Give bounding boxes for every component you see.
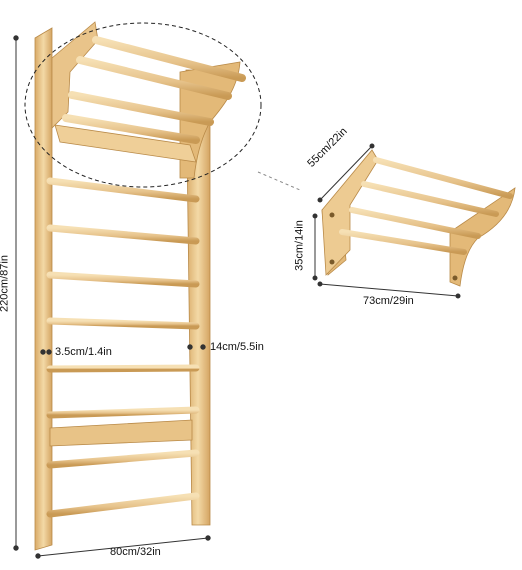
- pullup-rung: [62, 114, 200, 144]
- pullup-height-label: 35cm/14in: [293, 220, 306, 271]
- rung: [46, 317, 200, 330]
- rung: [46, 492, 200, 518]
- detail-highlight: [24, 22, 262, 188]
- rungs: [46, 177, 200, 518]
- rung: [46, 364, 200, 373]
- pullup-width-label: 73cm/29in: [363, 295, 414, 307]
- height-label: 220cm/87in: [0, 255, 11, 312]
- dimension-lines: [13, 35, 461, 559]
- detail-rung: [339, 229, 467, 255]
- rung: [46, 449, 200, 469]
- detail-rung: [373, 157, 513, 199]
- detail-screw-hole: [329, 212, 335, 218]
- rung: [46, 271, 200, 288]
- rung-diameter-label: 3.5cm/1.4in: [55, 346, 112, 358]
- bracket-left: [51, 21, 99, 129]
- detail-connector: [257, 171, 301, 191]
- pullup-rung: [92, 36, 246, 82]
- detail-rung: [349, 207, 481, 239]
- left-rail: [34, 27, 53, 551]
- cross-board: [49, 419, 193, 447]
- rung: [46, 177, 200, 203]
- rung: [46, 406, 200, 419]
- detail-rung: [361, 181, 499, 217]
- width-label: 80cm/32in: [110, 546, 161, 558]
- rung: [46, 224, 200, 245]
- bracket-top: [54, 124, 197, 163]
- pullup-detail: [321, 149, 516, 287]
- pullup-rung: [68, 91, 214, 126]
- detail-screw-hole: [329, 259, 335, 265]
- pullup-bar-main: [51, 21, 246, 179]
- pullup-rung: [76, 56, 232, 100]
- detail-screw-hole: [452, 275, 458, 281]
- wall-bars: [24, 21, 262, 551]
- rung-spacing-label: 14cm/5.5in: [210, 341, 264, 353]
